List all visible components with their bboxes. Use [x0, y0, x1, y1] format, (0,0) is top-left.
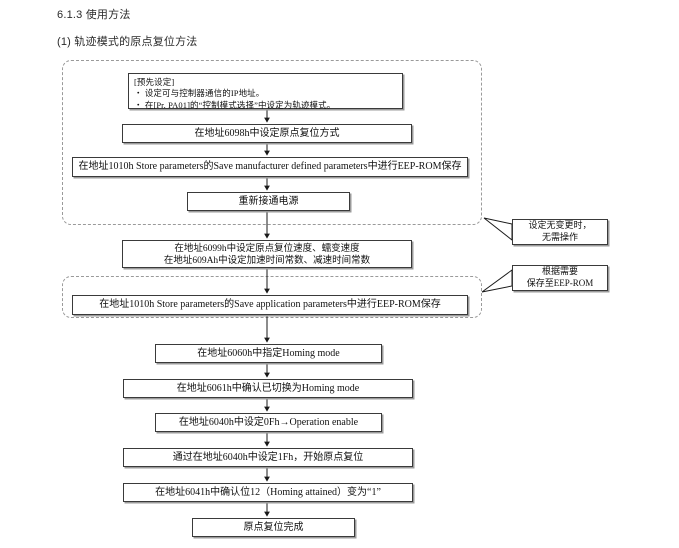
step-confirm-homing-mode: 在地址6061h中确认已切换为Homing mode [123, 379, 413, 398]
step-store-manufacturer-defined: 在地址1010h Store parameters的Save manufactu… [72, 157, 468, 177]
step-homing-complete: 原点复位完成 [192, 518, 355, 537]
application-save-region [62, 276, 482, 318]
section-heading: 6.1.3 使用方法 [57, 9, 131, 21]
initial-setup-region [62, 60, 482, 225]
preset-bullet-ip-address: ・ 设定可与控制器通信的IP地址。 [134, 88, 265, 99]
step-set-speeds-and-time-constants: 在地址6099h中设定原点复位速度、蠕变速度 在地址609Ah中设定加速时间常数… [122, 240, 412, 268]
step-set-operation-enable: 在地址6040h中设定0Fh→Operation enable [155, 413, 382, 432]
note-no-change-required: 设定无变更时， 无需操作 [512, 219, 608, 245]
preset-conditions-box: [预先设定] ・ 设定可与控制器通信的IP地址。 ・ 在[Pr. PA01]的“… [128, 73, 403, 110]
preset-bullet-control-mode: ・ 在[Pr. PA01]的“控制模式选择”中设定为轨迹模式。 [134, 99, 336, 110]
note-no-change-line2: 无需操作 [541, 232, 578, 242]
step-confirm-homing-attained: 在地址6041h中确认位12（Homing attained）变为“1” [123, 483, 413, 502]
note-as-needed-line1: 根据需要 [541, 266, 578, 277]
preset-title: [预先设定] [134, 77, 175, 87]
note-save-as-needed: 根据需要 保存至EEP-ROM [512, 265, 608, 291]
step-set-homing-speed: 在地址6099h中设定原点复位速度、蠕变速度 [174, 244, 360, 254]
step-set-accel-decel: 在地址609Ah中设定加速时间常数、减速时间常数 [163, 255, 371, 266]
step-store-application-parameters: 在地址1010h Store parameters的Save applicati… [72, 295, 468, 315]
note-as-needed-line2: 保存至EEP-ROM [526, 278, 594, 288]
step-start-homing: 通过在地址6040h中设定1Fh，开始原点复位 [123, 448, 413, 467]
note-no-change-line1: 设定无变更时， [528, 220, 592, 231]
step-specify-homing-mode: 在地址6060h中指定Homing mode [155, 344, 382, 363]
subsection-heading: (1) 轨迹模式的原点复位方法 [57, 36, 198, 48]
step-power-cycle: 重新接通电源 [187, 192, 350, 211]
step-set-homing-method: 在地址6098h中设定原点复位方式 [122, 124, 412, 143]
